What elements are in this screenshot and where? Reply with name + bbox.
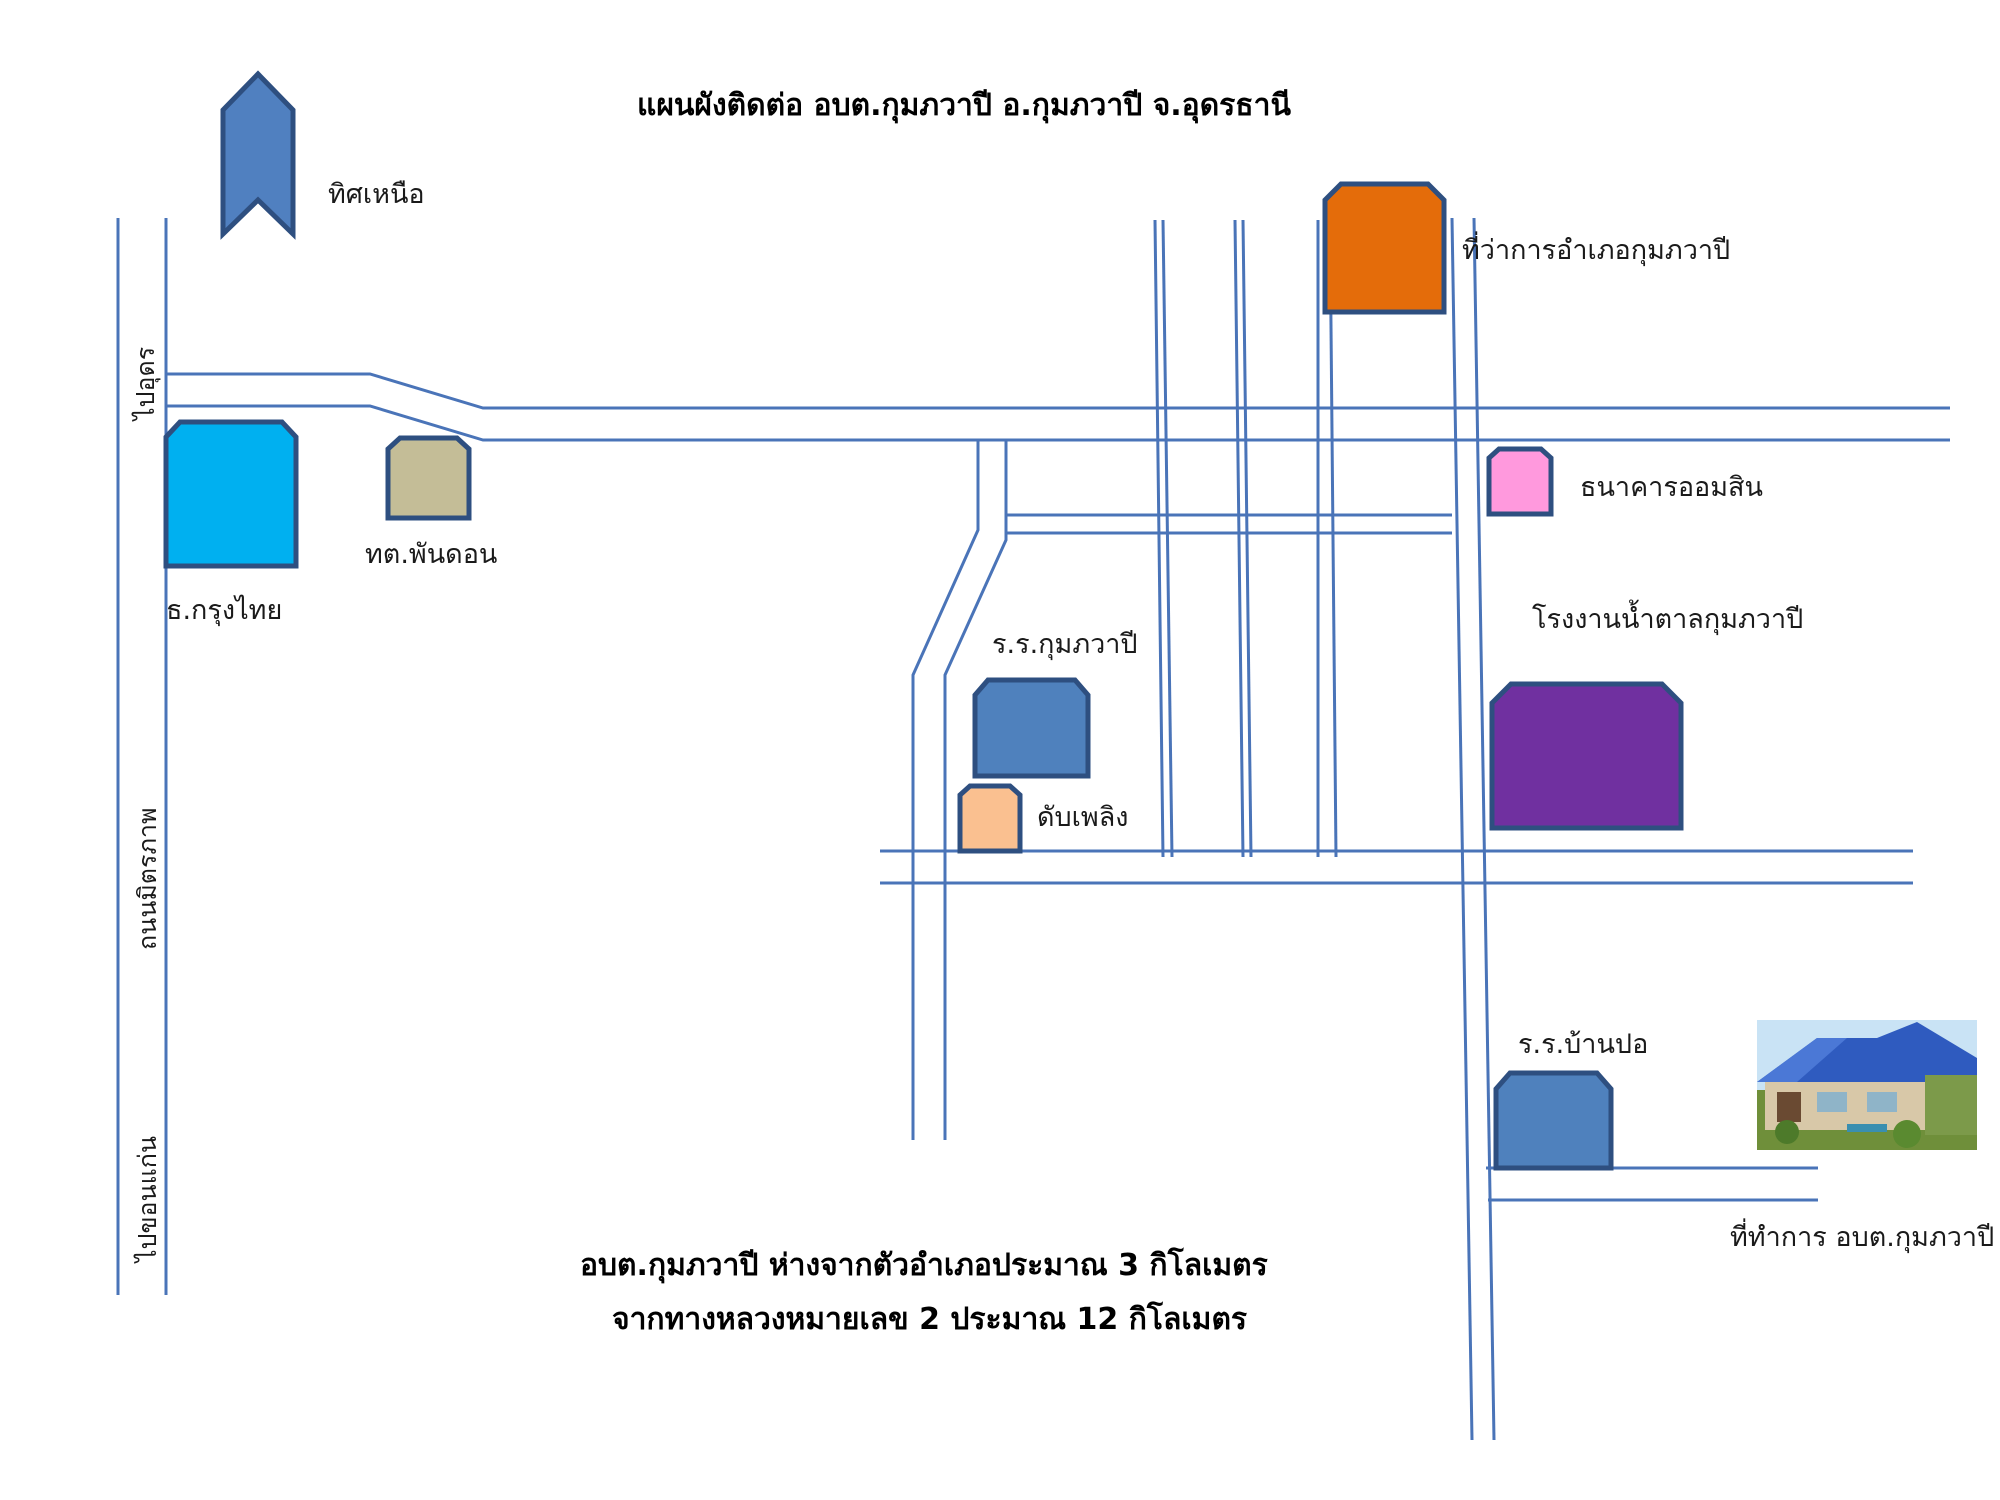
label-phandon-municipality: ทต.พันดอน (365, 539, 498, 570)
label-sugar-factory: โรงงานน้ำตาลกุมภวาปี (1532, 604, 1804, 635)
label-mittraphap-road: ถนนมิตรภาพ (133, 807, 162, 950)
label-fire-station: ดับเพลิง (1037, 802, 1129, 833)
road-v2-east (1241, 219, 1253, 858)
map-title: แผนผังติดต่อ อบต.กุมภวาปี อ.กุมภวาปี จ.อ… (637, 88, 1291, 123)
building-district-office (1322, 181, 1447, 315)
road-v2-west (1233, 219, 1245, 858)
road-south-west-edge (1450, 217, 1474, 1441)
road-main-south-edge (166, 404, 1950, 442)
road-school-east-edge (943, 440, 1008, 1140)
building-sugar-factory (1489, 681, 1684, 831)
label-district-office: ที่ว่าการอำเภอกุมภวาปี (1462, 235, 1731, 266)
label-krungthai-bank: ธ.กรุงไทย (166, 595, 283, 626)
label-kumphawapi-school: ร.ร.กุมภวาปี (992, 629, 1138, 660)
building-krungthai-bank (163, 419, 299, 569)
road-south-east-edge (1472, 217, 1496, 1441)
building-kumphawapi-school (972, 677, 1091, 779)
label-sao-office: ที่ทำการ อบต.กุมภวาปี (1730, 1222, 1995, 1253)
road-main-north-edge (166, 372, 1950, 410)
sao-office-photo (1757, 1020, 1977, 1150)
label-banpo-school: ร.ร.บ้านปอ (1518, 1029, 1649, 1060)
label-to-khonkaen: ไปขอนแก่น (133, 1136, 162, 1262)
note-distance-district: อบต.กุมภวาปี ห่างจากตัวอำเภอประมาณ 3 กิโ… (580, 1248, 1268, 1283)
label-to-udon: ไปอุดร (131, 346, 160, 420)
road-school-west-edge (911, 440, 980, 1140)
building-phandon-municipality (385, 435, 472, 521)
north-arrow-icon (220, 70, 296, 240)
building-banpo-school (1493, 1070, 1614, 1171)
note-distance-highway: จากทางหลวงหมายเลข 2 ประมาณ 12 กิโลเมตร (612, 1302, 1248, 1337)
label-gsb-bank: ธนาคารออมสิน (1580, 472, 1763, 503)
building-fire-station (957, 783, 1023, 854)
road-v3-east (1328, 219, 1338, 858)
building-gsb-bank (1486, 446, 1554, 517)
north-label: ทิศเหนือ (328, 179, 425, 210)
road-v1-east (1161, 219, 1174, 858)
road-v1-west (1153, 219, 1165, 858)
